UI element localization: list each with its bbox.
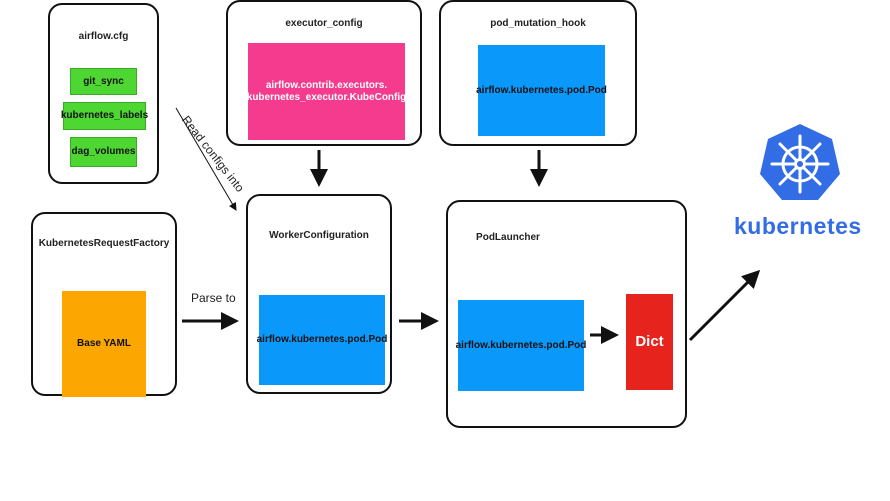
arrow-to-kubernetes (688, 269, 761, 342)
kubernetes-wordmark: kubernetes (734, 213, 862, 239)
launcher-pod-block: airflow.kubernetes.pod.Pod (456, 300, 586, 391)
dict-block: Dict (626, 294, 673, 390)
dag-volumes-item: dag_volumes (70, 137, 137, 167)
kube-config-line1: airflow.contrib.executors. (265, 79, 388, 91)
executor-config-box: executor_config airflow.contrib.executor… (226, 0, 422, 146)
base-yaml-block: Base YAML (62, 291, 146, 397)
executor-config-title: executor_config (285, 18, 363, 29)
request-factory-box: KubernetesRequestFactory Base YAML (31, 212, 177, 397)
pod-launcher-title: PodLauncher (476, 232, 540, 243)
pod-mutation-hook-box: pod_mutation_hook airflow.kubernetes.pod… (439, 0, 637, 146)
request-factory-title: KubernetesRequestFactory (38, 238, 170, 249)
kube-config-line2: kubernetes_executor.KubeConfig (246, 91, 407, 103)
worker-pod-block: airflow.kubernetes.pod.Pod (257, 295, 387, 385)
mutation-pod-block: airflow.kubernetes.pod.Pod (476, 45, 607, 136)
arrow-cfg-to-worker (175, 107, 237, 211)
pod-mutation-hook-title: pod_mutation_hook (490, 18, 586, 29)
kubernetes-labels-item: kubernetes_labels (61, 102, 148, 130)
git-sync-item: git_sync (70, 68, 137, 95)
parse-to-label: Parse to (191, 291, 236, 305)
airflow-cfg-box: airflow.cfg git_sync kubernetes_labels d… (48, 3, 159, 184)
helm-wheel-icon (760, 124, 840, 200)
kube-config-block: airflow.contrib.executors. kubernetes_ex… (246, 43, 407, 140)
worker-configuration-box: WorkerConfiguration airflow.kubernetes.p… (246, 194, 392, 394)
worker-configuration-title: WorkerConfiguration (269, 230, 369, 241)
pod-launcher-box: PodLauncher airflow.kubernetes.pod.Pod D… (446, 200, 687, 428)
airflow-cfg-title: airflow.cfg (78, 31, 129, 42)
